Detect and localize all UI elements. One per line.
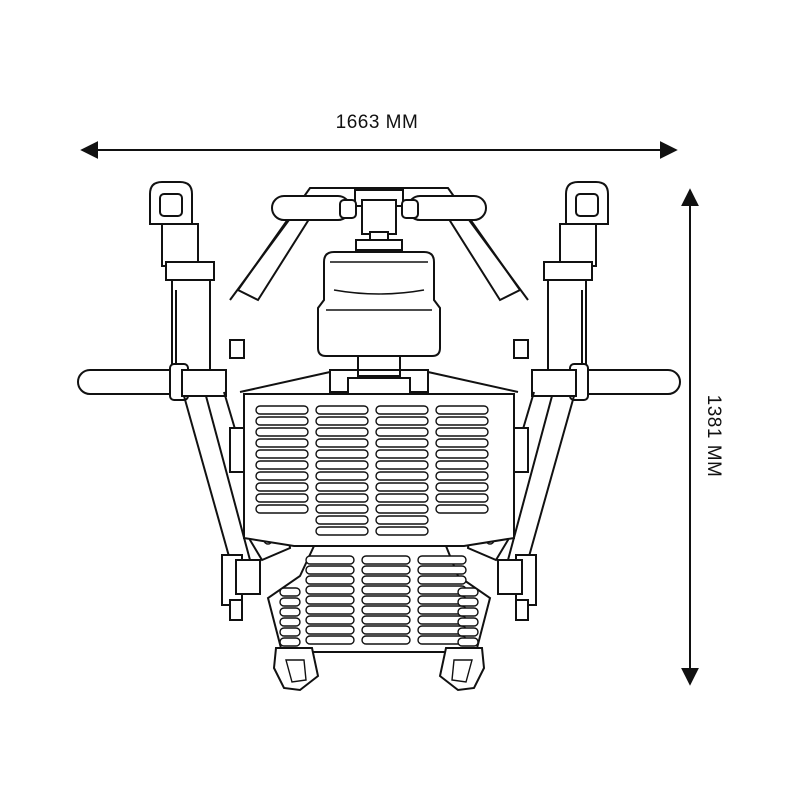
plate-slot (435, 427, 489, 437)
plate-slot (305, 585, 355, 595)
plate-slot (305, 555, 355, 565)
plate-slot (375, 405, 429, 415)
plate-slot (361, 605, 411, 615)
plate-slot (305, 625, 355, 635)
plate-slot (417, 565, 467, 575)
plate-slot (435, 405, 489, 415)
plate-slot (255, 449, 309, 459)
plate-slot (255, 438, 309, 448)
lower-foot-plate (266, 545, 492, 653)
right-arm-assembly (495, 181, 681, 621)
plate-slot (279, 627, 301, 637)
plate-slot (435, 504, 489, 514)
plate-slot (457, 617, 479, 627)
plate-slot (375, 504, 429, 514)
plate-slot (361, 595, 411, 605)
plate-slot (435, 493, 489, 503)
plate-slot (305, 615, 355, 625)
plate-slot (375, 449, 429, 459)
plate-slot (375, 482, 429, 492)
plate-slot (435, 438, 489, 448)
plate-slot (315, 526, 369, 536)
lower-plate-slots (279, 555, 479, 647)
plate-slot (361, 565, 411, 575)
plate-slot (255, 460, 309, 470)
plate-slot (279, 617, 301, 627)
plate-slot (361, 615, 411, 625)
height-dimension-label: 1381 MM (703, 395, 724, 478)
plate-slot (255, 416, 309, 426)
plate-slot (375, 416, 429, 426)
plate-slot (361, 575, 411, 585)
right-foot (438, 647, 486, 692)
plate-slot (457, 587, 479, 597)
plate-slot (305, 605, 355, 615)
plate-slot (435, 449, 489, 459)
width-dimension: 1663 MM (80, 112, 678, 159)
plate-slot (435, 471, 489, 481)
plate-slot (417, 575, 467, 585)
right-side-handle (575, 369, 681, 395)
plate-slot (255, 493, 309, 503)
left-side-handle (77, 369, 183, 395)
plate-slot (255, 427, 309, 437)
plate-slot (457, 607, 479, 617)
back-pad (317, 251, 441, 357)
plate-slot (305, 575, 355, 585)
plate-slot (255, 471, 309, 481)
plate-slot (457, 627, 479, 637)
plate-slot (255, 504, 309, 514)
plate-slot (279, 587, 301, 597)
left-arm-assembly (77, 181, 263, 621)
plate-slot (417, 555, 467, 565)
top-left-handle (271, 195, 351, 221)
plate-slot (305, 565, 355, 575)
seat-support (239, 355, 519, 393)
plate-slot (315, 427, 369, 437)
plate-slot (279, 607, 301, 617)
plate-slot (361, 585, 411, 595)
plate-slot (435, 460, 489, 470)
plate-slot (305, 595, 355, 605)
plate-slot (315, 449, 369, 459)
upper-foot-plate (243, 393, 515, 547)
plate-slot (361, 625, 411, 635)
plate-slot (315, 416, 369, 426)
plate-slot (361, 635, 411, 645)
plate-slot (435, 416, 489, 426)
plate-slot (305, 635, 355, 645)
top-handles (271, 195, 487, 251)
plate-slot (315, 438, 369, 448)
plate-slot (315, 460, 369, 470)
plate-slot (375, 515, 429, 525)
plate-slot (315, 493, 369, 503)
plate-slot (255, 405, 309, 415)
plate-slot (361, 555, 411, 565)
left-foot (272, 647, 320, 692)
width-dimension-label: 1663 MM (336, 112, 419, 133)
plate-slot (457, 637, 479, 647)
plate-slot (315, 482, 369, 492)
height-dimension: 1381 MM (681, 188, 724, 686)
plate-slot (255, 482, 309, 492)
plate-slot (315, 504, 369, 514)
plate-slot (315, 405, 369, 415)
base-feet (272, 647, 486, 692)
plate-slot (315, 471, 369, 481)
plate-slot (315, 515, 369, 525)
plate-slot (279, 637, 301, 647)
plate-slot (375, 460, 429, 470)
plate-slot (375, 427, 429, 437)
plate-slot (457, 597, 479, 607)
plate-slot (435, 482, 489, 492)
plate-slot (375, 471, 429, 481)
top-right-handle (407, 195, 487, 221)
plate-slot (375, 493, 429, 503)
upper-plate-slots (255, 405, 489, 536)
plate-slot (375, 526, 429, 536)
plate-slot (375, 438, 429, 448)
plate-slot (279, 597, 301, 607)
